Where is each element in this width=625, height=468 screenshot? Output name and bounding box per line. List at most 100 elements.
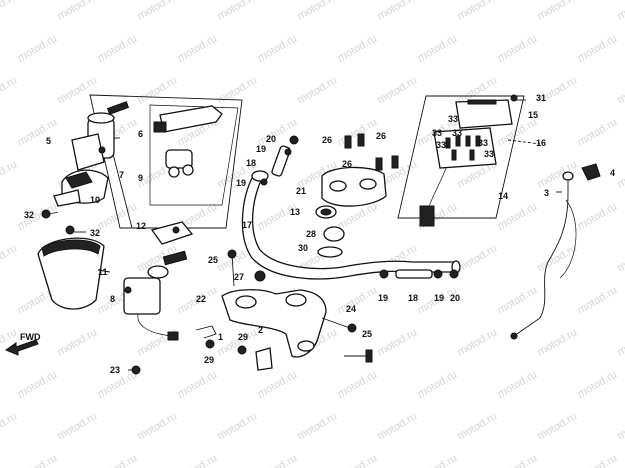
watermark-text-69: motod.ru <box>496 284 540 316</box>
callout-labels: 31 15 16 33 33 33 33 33 33 14 4 3 5 6 7 … <box>24 93 615 375</box>
watermark-text-85: motod.ru <box>336 368 380 400</box>
switch-housing-group <box>53 94 243 229</box>
watermark-text-54: motod.ru <box>0 242 19 274</box>
part-14-connector <box>419 205 435 227</box>
watermark-text-36: motod.ru <box>0 158 19 190</box>
callout-14: 14 <box>498 191 508 201</box>
watermark-text-79: motod.ru <box>536 326 580 358</box>
watermark-text-13: motod.ru <box>336 32 380 64</box>
screw-32-a-shank <box>49 211 59 215</box>
watermark-text-84: motod.ru <box>256 368 300 400</box>
watermark-text-101: motod.ru <box>176 452 220 468</box>
watermark-text-34: motod.ru <box>576 116 620 148</box>
cable-top-end <box>562 171 574 181</box>
callout-19-c: 19 <box>378 293 388 303</box>
ignition-connector <box>167 331 179 341</box>
bolts-26 <box>344 133 399 171</box>
callout-24: 24 <box>346 304 356 314</box>
leader-11 <box>97 269 111 273</box>
fwd-label: FWD <box>20 332 41 342</box>
contact-b <box>455 135 461 147</box>
callout-8: 8 <box>110 294 115 304</box>
key-part <box>106 101 130 115</box>
watermark-text-15: motod.ru <box>496 32 540 64</box>
part-19-lower-b <box>433 269 443 279</box>
bolt-23 <box>128 365 141 375</box>
bolt-25-upper-shank <box>231 253 235 287</box>
cylinder-bolt <box>98 146 106 154</box>
callout-32-a: 32 <box>24 210 34 220</box>
watermark-text-7: motod.ru <box>536 0 580 23</box>
callout-28: 28 <box>306 229 316 239</box>
part-29-nut-b <box>237 345 247 355</box>
part-2-bracket <box>255 347 273 371</box>
callout-5: 5 <box>46 136 51 146</box>
watermark-text-21: motod.ru <box>216 74 260 106</box>
watermark-text-16: motod.ru <box>576 32 620 64</box>
watermark-text-44: motod.ru <box>616 158 625 190</box>
callout-31: 31 <box>536 93 546 103</box>
watermark-text-62: motod.ru <box>616 242 625 274</box>
ignition-top <box>147 265 169 279</box>
group-outline <box>89 94 243 229</box>
watermark-text-94: motod.ru <box>296 410 340 442</box>
part-1-clip <box>195 325 217 339</box>
contact-a <box>445 137 451 149</box>
switch-plate-part <box>53 189 81 207</box>
part-30-washer <box>317 246 343 258</box>
callout-11: 11 <box>98 267 108 277</box>
watermark-text-77: motod.ru <box>376 326 420 358</box>
callout-33-b: 33 <box>432 128 442 138</box>
ignition-cylinder-part <box>71 101 130 171</box>
lower-holder-hole-c <box>297 340 315 352</box>
callout-18-b: 18 <box>408 293 418 303</box>
watermark-text-74: motod.ru <box>136 326 180 358</box>
cable-line <box>513 180 569 337</box>
switch-contact-part <box>65 171 93 189</box>
callout-26-c: 26 <box>342 159 352 169</box>
watermark-text-88: motod.ru <box>576 368 620 400</box>
leader-16 <box>507 139 541 145</box>
watermark-text-95: motod.ru <box>376 410 420 442</box>
watermark-text-6: motod.ru <box>456 0 500 23</box>
watermark-text-23: motod.ru <box>376 74 420 106</box>
bolt-25-upper <box>227 249 237 259</box>
callout-33-f: 33 <box>484 149 494 159</box>
callout-26-a: 26 <box>322 135 332 145</box>
lock-body <box>165 149 193 169</box>
part-20-lower <box>449 269 459 279</box>
watermark-text-83: motod.ru <box>176 368 220 400</box>
bolt-24-shank <box>321 317 351 329</box>
part-13-ring-inner <box>320 208 332 216</box>
part-27-nut <box>254 270 266 282</box>
upper-holder-part <box>321 166 387 207</box>
watermark-text-5: motod.ru <box>376 0 420 23</box>
callout-30: 30 <box>298 243 308 253</box>
watermark-text-81: motod.ru <box>16 368 60 400</box>
callout-19-d: 19 <box>434 293 444 303</box>
watermark-text-18: motod.ru <box>0 74 19 106</box>
watermark-text-92: motod.ru <box>136 410 180 442</box>
watermark-text-100: motod.ru <box>96 452 140 468</box>
callout-29-a: 29 <box>204 355 214 365</box>
callout-20-a: 20 <box>266 134 276 144</box>
callout-1: 1 <box>218 332 223 342</box>
watermark-text-52: motod.ru <box>576 200 620 232</box>
holder-hole-a <box>329 180 347 192</box>
part-29-nut-a <box>205 339 215 349</box>
watermark-text-26: motod.ru <box>616 74 625 106</box>
callout-3: 3 <box>544 188 549 198</box>
lower-holder-hole-b <box>285 293 307 307</box>
watermark-text-78: motod.ru <box>456 326 500 358</box>
meter-group <box>397 95 541 227</box>
watermark-text-86: motod.ru <box>416 368 460 400</box>
meter-group-outline <box>397 95 525 219</box>
callout-33-a: 33 <box>448 114 458 124</box>
watermark-text-9: motod.ru <box>16 32 60 64</box>
watermark-text-3: motod.ru <box>216 0 260 23</box>
callout-33-c: 33 <box>452 128 462 138</box>
part-20-upper <box>289 135 299 145</box>
group-outline-inner <box>111 149 133 229</box>
watermark-text-11: motod.ru <box>176 32 220 64</box>
bolt-26-c <box>375 157 383 171</box>
